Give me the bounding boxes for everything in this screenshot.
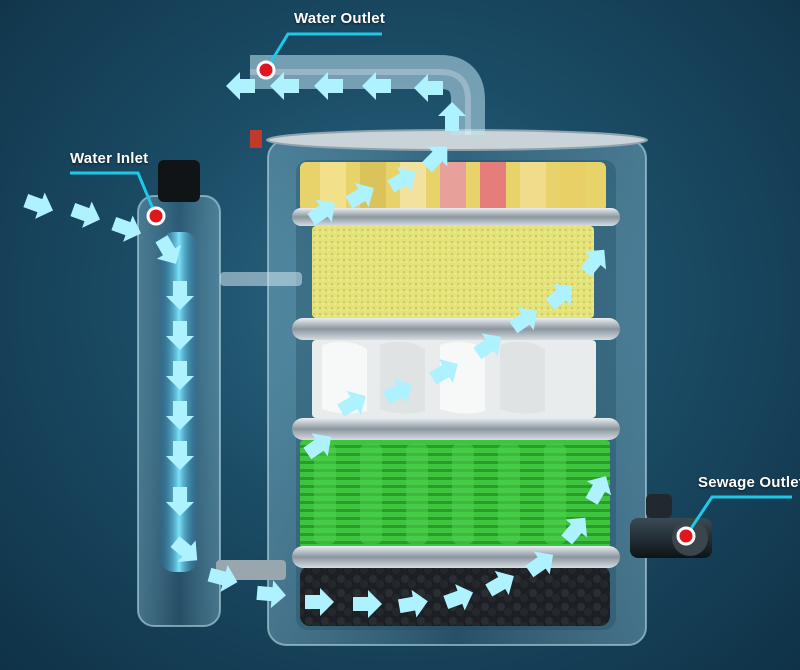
sewage-outlet-label: Sewage Outlet: [698, 474, 800, 491]
outlet-pipe: [250, 55, 485, 135]
sewage-outlet-marker: [676, 526, 696, 546]
water-inlet-label: Water Inlet: [70, 150, 149, 167]
callout-water-outlet: [256, 32, 382, 80]
callout-water-inlet: [70, 171, 166, 226]
sponge-layer: [312, 226, 594, 318]
water-inlet-marker: [146, 206, 166, 226]
callout-sewage-outlet: [676, 495, 792, 546]
bio-media-layer: [300, 440, 610, 548]
water-outlet-marker: [256, 60, 276, 80]
uv-lamp-cap: [158, 160, 200, 202]
top-cartridge-layer: [300, 162, 606, 212]
lid-latch: [250, 130, 262, 148]
filter-tank: [250, 129, 648, 646]
support-rings: [292, 208, 620, 568]
connector-pipe: [220, 272, 302, 286]
bottom-connector: [216, 560, 286, 580]
water-outlet-label: Water Outlet: [294, 10, 386, 27]
